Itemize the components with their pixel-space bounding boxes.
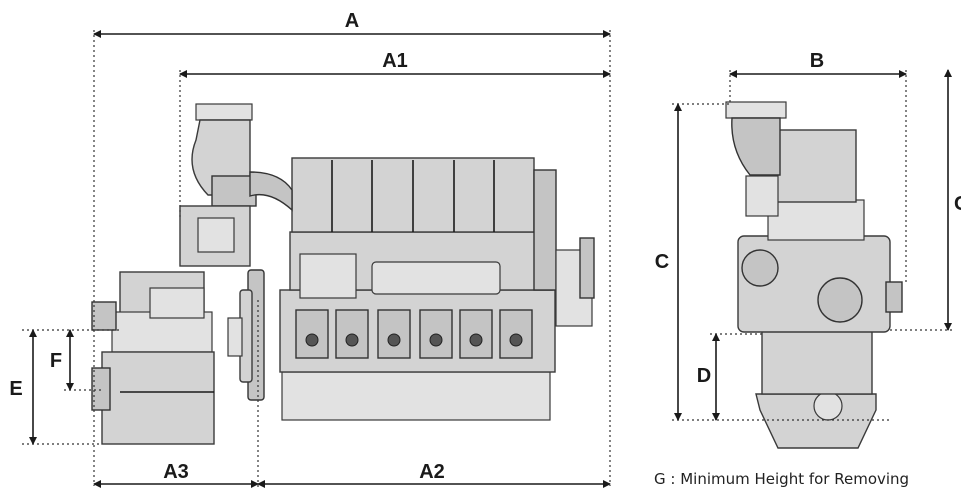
label-a3: A3: [163, 461, 189, 483]
label-d: D: [697, 365, 711, 387]
engine-side-view: [91, 103, 595, 445]
cylinder-units: [295, 309, 533, 359]
air-cooler: [291, 157, 535, 233]
note-g-minimum-height: G : Minimum Height for Removing: [654, 470, 909, 488]
engine-end-view: [725, 101, 903, 449]
dimension-lines: [22, 30, 954, 488]
label-e: E: [9, 378, 22, 400]
label-g: G: [954, 193, 961, 215]
label-a2: A2: [419, 461, 445, 483]
gearbox: [91, 271, 215, 445]
turbocharger: [179, 103, 293, 267]
label-f: F: [50, 350, 62, 372]
label-a1: A1: [382, 50, 408, 72]
dimension-labels: A A1 A3 A2 B C D E F G G : Minimum Heigh…: [9, 10, 961, 488]
label-b: B: [810, 50, 824, 72]
label-a: A: [345, 10, 359, 32]
label-c: C: [655, 251, 669, 273]
